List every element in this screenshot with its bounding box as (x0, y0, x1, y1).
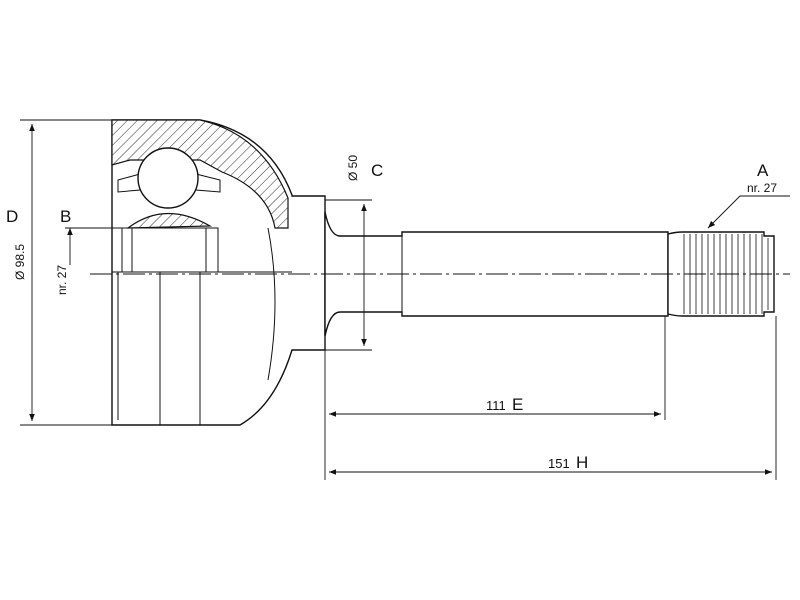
housing-section-hatch (111, 119, 289, 229)
label-c: C (371, 161, 383, 180)
label-b: B (60, 207, 71, 226)
value-h: 151 (548, 456, 570, 471)
dim-e (324, 316, 666, 480)
dim-c (325, 199, 372, 351)
label-e: E (512, 395, 523, 414)
label-d: D (6, 207, 18, 226)
value-d: Ø 98.5 (13, 244, 27, 280)
dim-h (329, 316, 777, 480)
label-h: H (576, 453, 588, 472)
value-a: nr. 27 (747, 181, 777, 195)
ball (137, 147, 199, 209)
housing-shoulder (267, 227, 276, 381)
dim-a (707, 195, 790, 229)
dim-b (65, 227, 122, 265)
dim-d (20, 119, 112, 426)
race-section-hatch (126, 212, 213, 229)
label-a: A (757, 161, 769, 180)
value-e: 111 (486, 398, 506, 413)
value-b: nr. 27 (55, 265, 69, 295)
value-c: Ø 50 (346, 155, 360, 181)
